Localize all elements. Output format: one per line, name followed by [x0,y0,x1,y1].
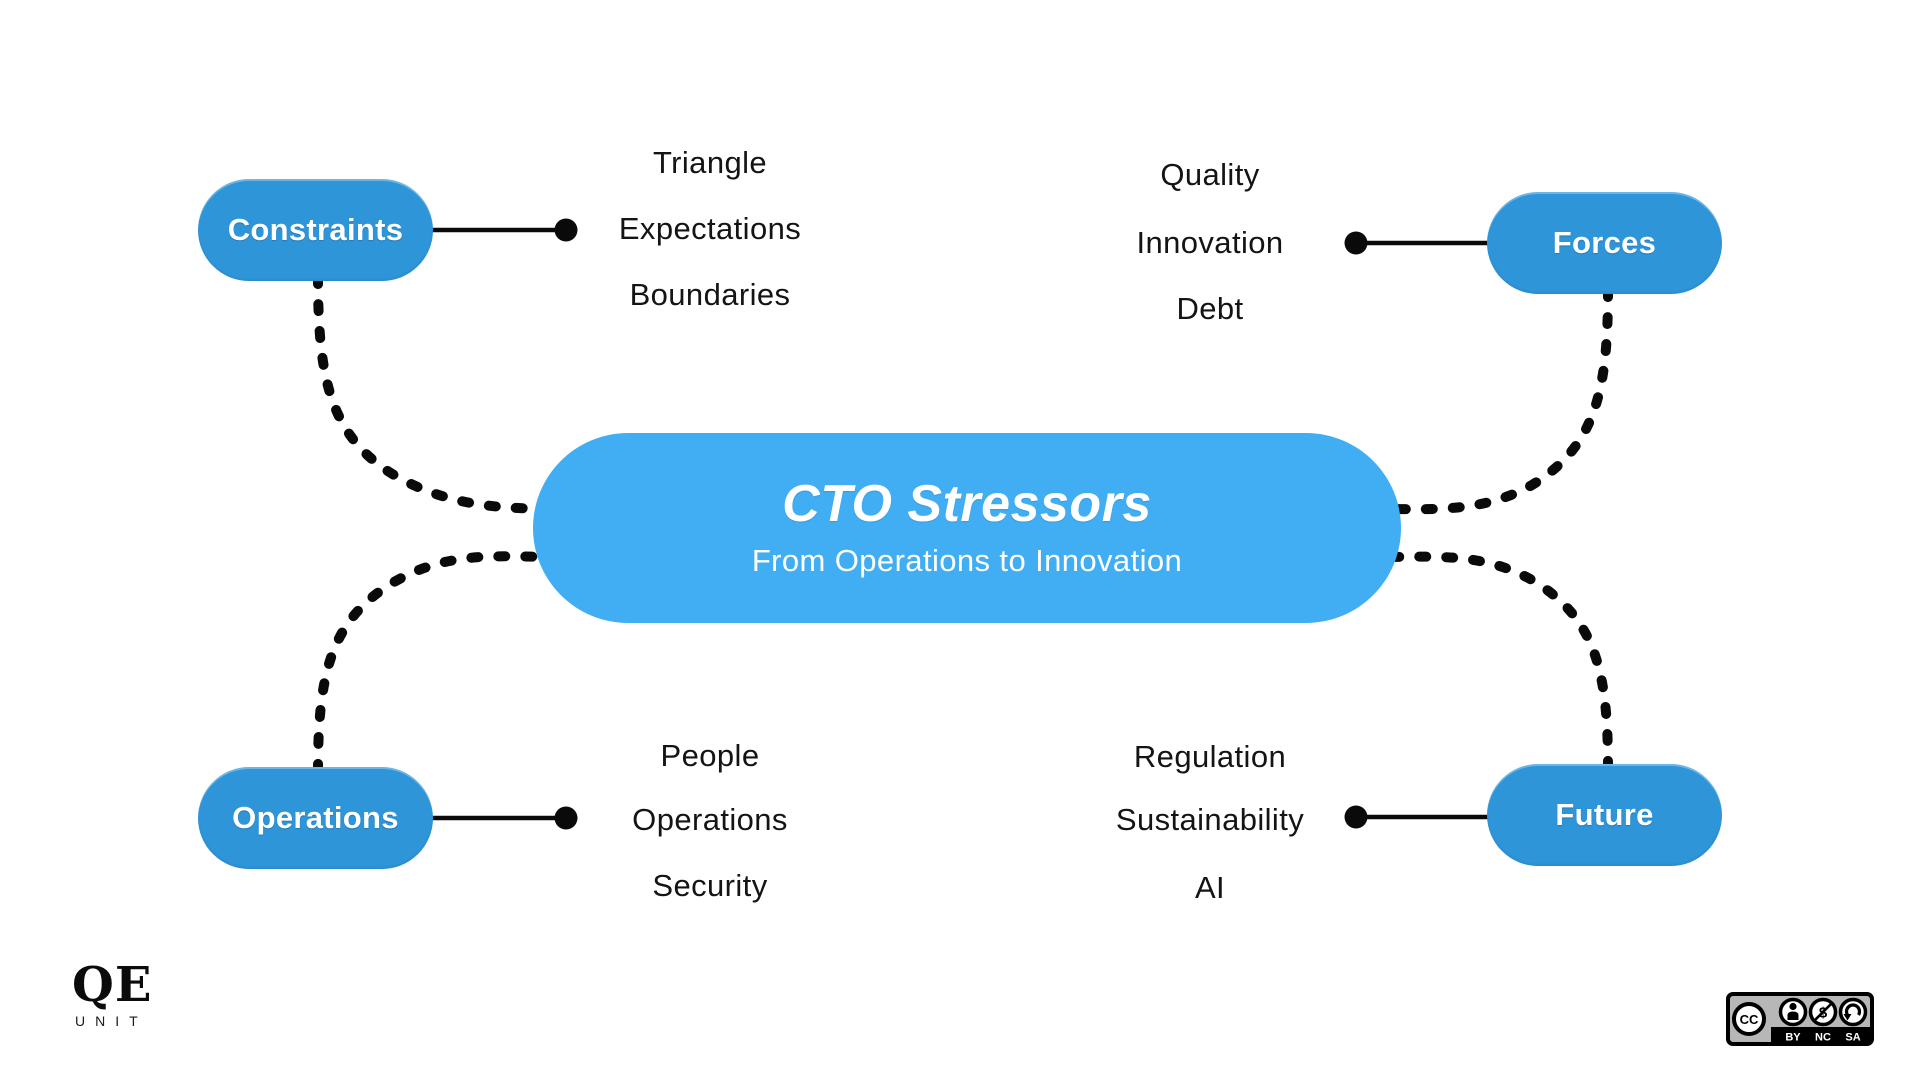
node-future-label: Future [1555,797,1654,832]
forces-item-debt: Debt [1176,291,1244,326]
node-constraints-label: Constraints [227,212,404,247]
diagram-subtitle: From Operations to Innovation [751,543,1183,579]
cc-license-badge: CC $ BY NC SA [1726,992,1874,1051]
constraints-item-expectations: Expectations [618,211,802,246]
cc-by-icon [1778,997,1808,1027]
constraints-item-boundaries: Boundaries [629,277,791,312]
dashed-curve-forces-center [1373,285,1613,515]
node-operations-label: Operations [232,800,399,835]
cc-by-label: BY [1785,1032,1801,1044]
operations-item-people: People [660,738,760,773]
unit-wordmark: UNIT [75,1013,148,1030]
future-item-sustainability: Sustainability [1115,802,1305,837]
operations-item-operations: Operations [632,802,788,837]
node-forces-label: Forces [1552,225,1657,260]
diagram-title: CTO Stressors [782,474,1152,533]
forces-item-quality: Quality [1160,157,1260,192]
forces-item-innovation: Innovation [1136,225,1284,260]
svg-text:CC: CC [1740,1012,1759,1027]
node-constraints: Constraints [198,179,433,281]
future-item-regulation: Regulation [1133,739,1287,774]
cc-badge-graphic: CC $ BY NC SA [1726,992,1874,1046]
cc-icon: CC [1732,1002,1766,1036]
center-pill: CTO Stressors From Operations to Innovat… [533,433,1401,623]
operations-item-security: Security [652,868,768,903]
dashed-curve-future-center [1373,551,1613,773]
qe-wordmark: QE [72,957,153,1013]
connector-dot-operations [554,806,578,830]
qe-unit-logo: QE UNIT [72,957,153,1030]
constraints-item-triangle: Triangle [652,145,768,180]
node-forces: Forces [1487,192,1722,294]
dashed-curve-constraints-center [313,272,553,514]
dashed-curve-operations-center [313,551,553,776]
cc-sa-label: SA [1845,1032,1860,1044]
node-future: Future [1487,764,1722,866]
cc-nc-label: NC [1815,1032,1831,1044]
node-operations: Operations [198,767,433,869]
connector-dot-forces [1344,231,1368,255]
connector-dot-constraints [554,218,578,242]
cc-sa-icon [1838,997,1868,1027]
connector-dot-future [1344,805,1368,829]
future-item-ai: AI [1194,870,1226,905]
cc-nc-icon: $ [1808,997,1838,1027]
